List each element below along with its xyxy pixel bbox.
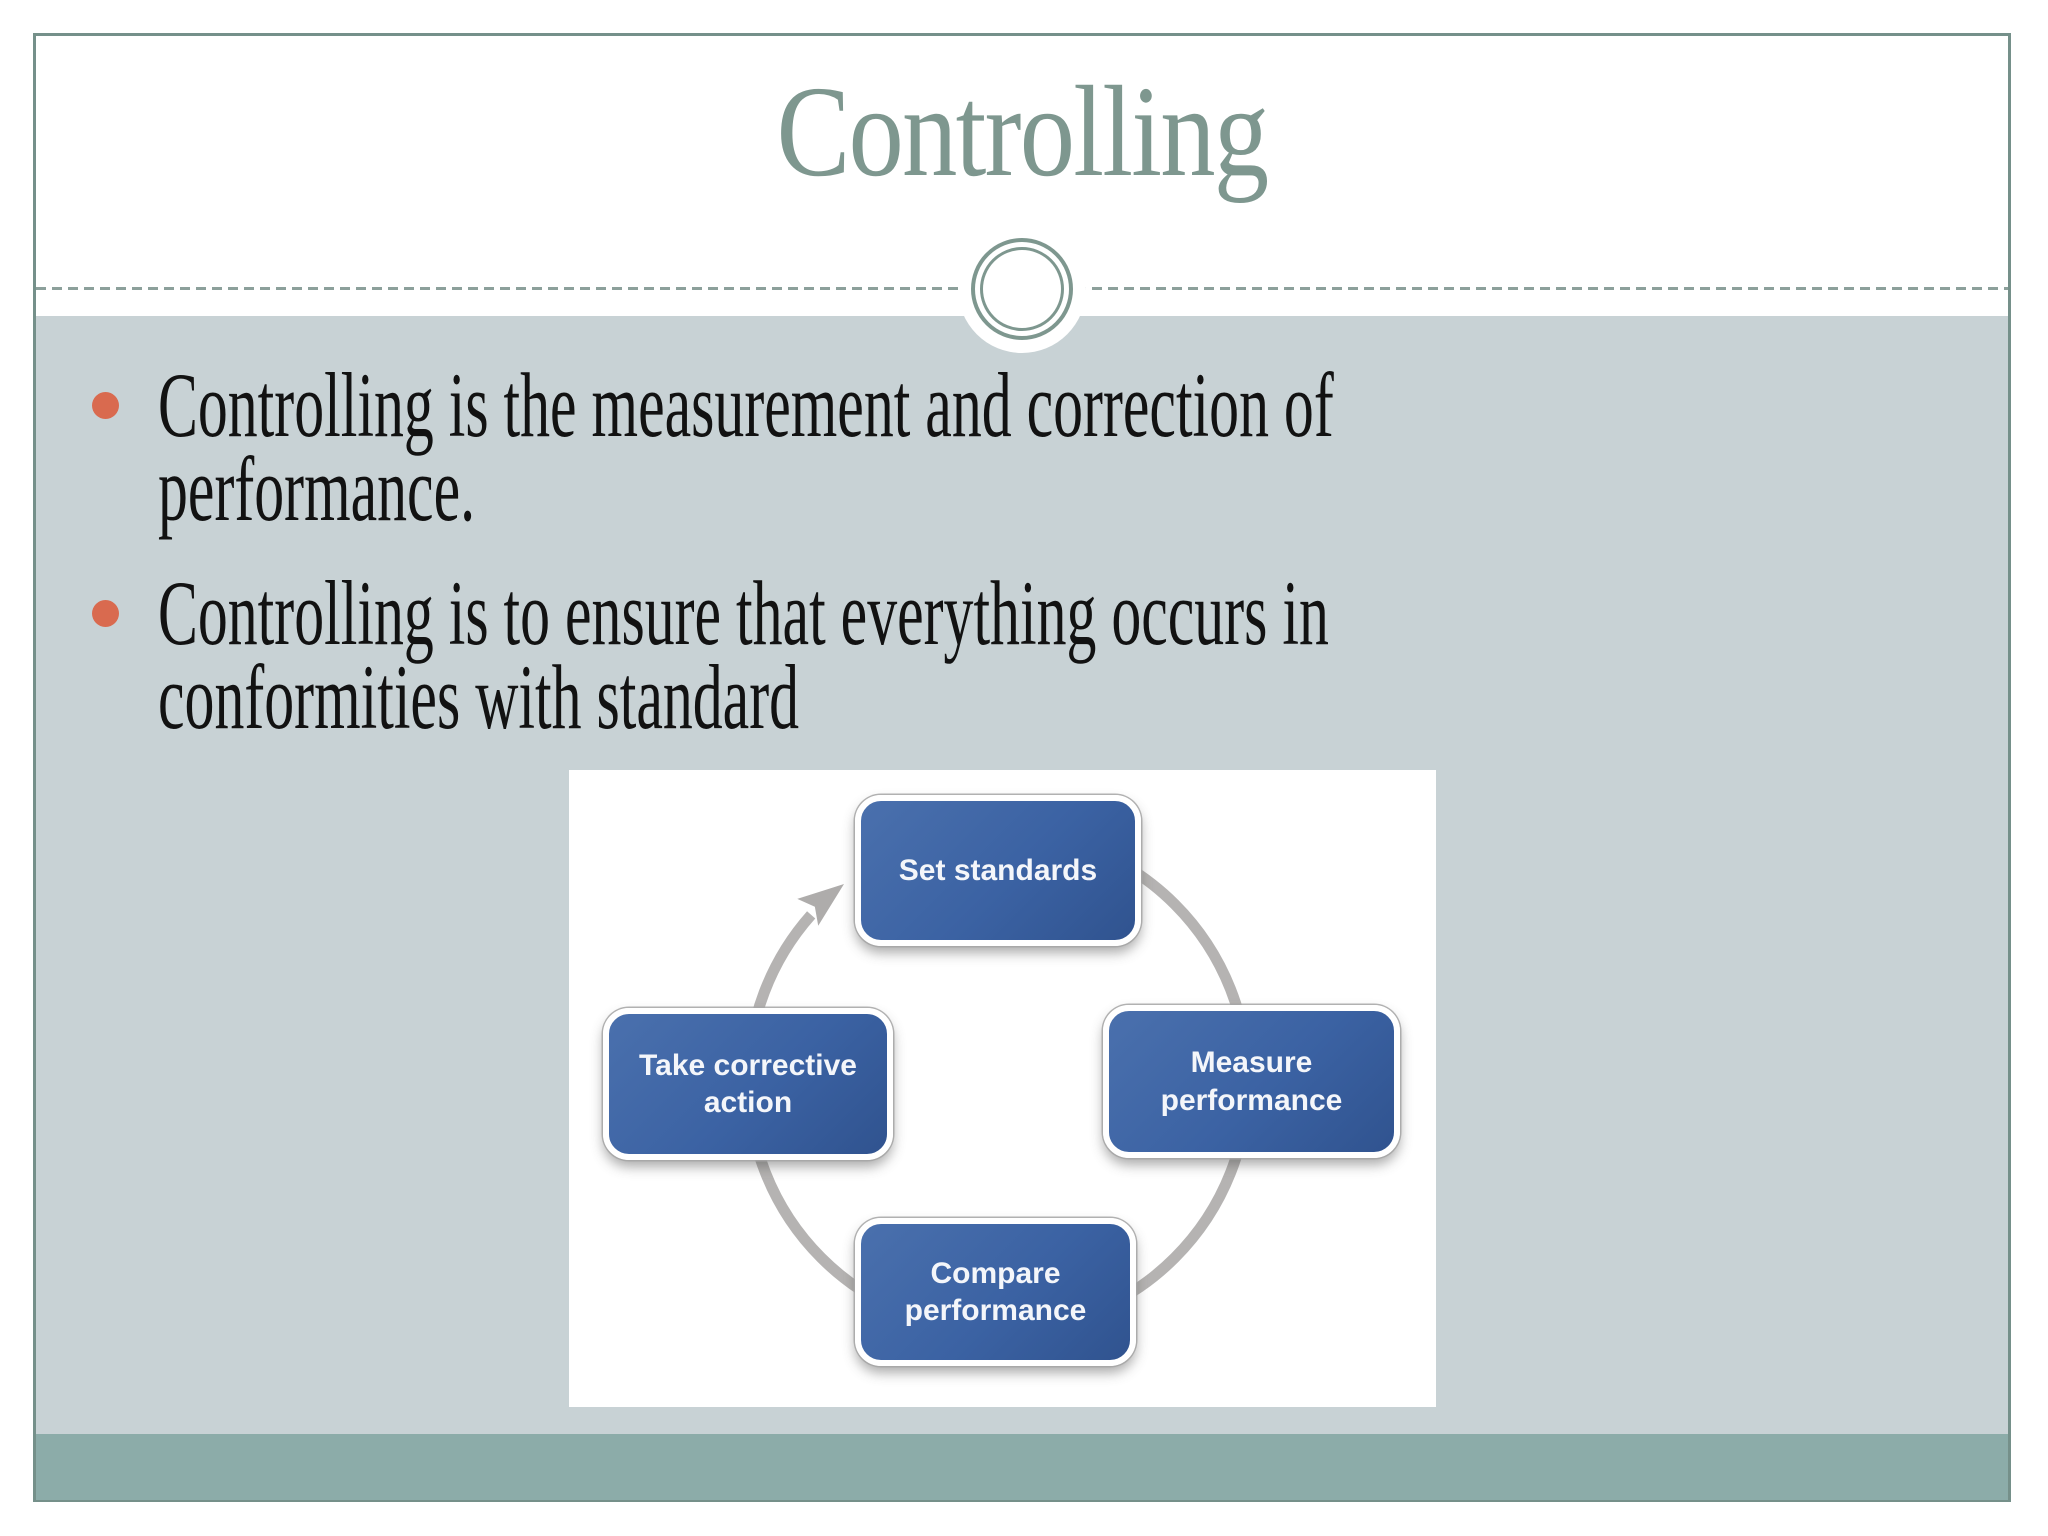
diagram-node-compare-performance: Compare performance	[855, 1218, 1136, 1366]
diagram-node-set-standards: Set standards	[855, 795, 1141, 946]
diagram-node-label: Compare performance	[904, 1256, 1087, 1328]
diagram-node-label: Take corrective action	[639, 1048, 857, 1120]
bullet-1-line-2: performance.	[158, 438, 476, 540]
ornament-inner-ring	[980, 247, 1064, 331]
ornament-outer-ring	[971, 238, 1073, 340]
diagram-node-measure-performance: Measure performance	[1103, 1005, 1400, 1158]
slide: Controlling Controlling is the measureme…	[33, 33, 2011, 1502]
divider-circle-ornament-icon	[958, 225, 1086, 353]
diagram-node-take-corrective-action: Take corrective action	[603, 1008, 893, 1160]
bullet-2-line-1: Controlling is to ensure that everything…	[158, 562, 1329, 664]
diagram-node-label: Measure performance	[1160, 1046, 1343, 1117]
bullet-marker-icon	[92, 600, 119, 627]
bullet-list: Controlling is the measurement and corre…	[36, 354, 2008, 748]
bullet-text-2: Controlling is to ensure that everything…	[158, 562, 1757, 748]
bullet-item-1: Controlling is the measurement and corre…	[36, 354, 2008, 540]
bullet-text-1: Controlling is the measurement and corre…	[158, 354, 1757, 540]
slide-body: Controlling is the measurement and corre…	[36, 316, 2008, 1434]
bullet-item-2: Controlling is to ensure that everything…	[36, 562, 2008, 748]
slide-title: Controlling	[776, 60, 1270, 204]
bullet-marker-icon	[92, 392, 119, 419]
control-cycle-diagram: Set standards Measure performance Compar…	[569, 770, 1436, 1407]
bullet-2-line-2: conformities with standard	[158, 646, 800, 748]
diagram-node-label: Set standards	[898, 853, 1098, 887]
bullet-1-line-1: Controlling is the measurement and corre…	[158, 354, 1334, 456]
slide-footer-bar	[36, 1434, 2008, 1500]
